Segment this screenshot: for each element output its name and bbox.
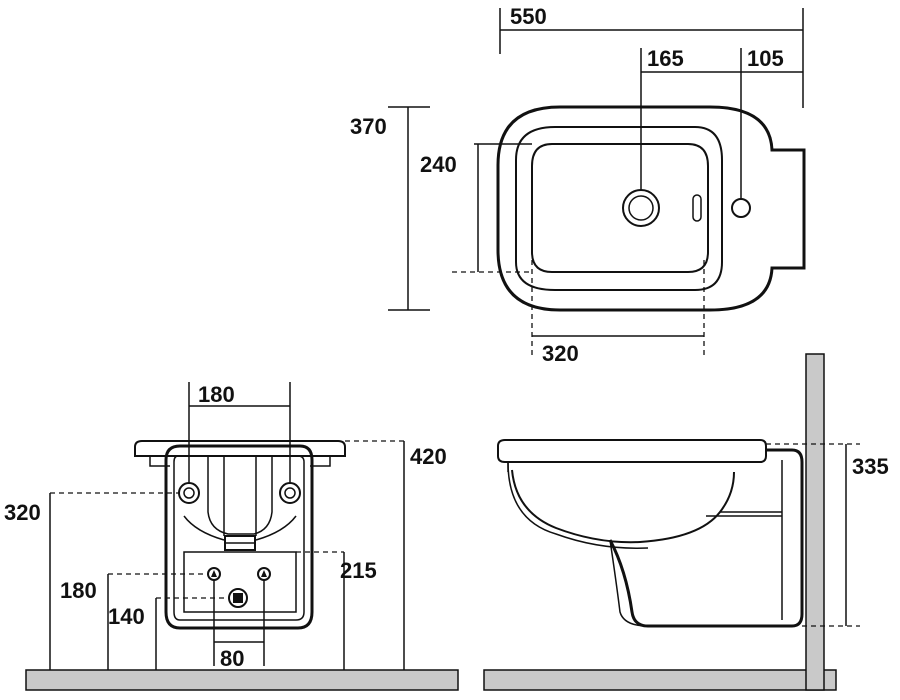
front-floor xyxy=(25,669,459,691)
dim-rim-to-floor-box: 335 xyxy=(852,454,889,479)
front-rim xyxy=(134,440,346,457)
fixing-hole-left xyxy=(178,482,200,504)
side-wall xyxy=(805,353,825,691)
top-view-rim xyxy=(515,126,723,291)
dim-bowl-length: 320 xyxy=(542,341,579,366)
tap-hole xyxy=(731,198,751,218)
front-view: 180 420 320 215 180 140 80 xyxy=(4,382,459,691)
fixing-hole-right xyxy=(279,482,301,504)
side-floor xyxy=(483,669,837,691)
dim-overflow-offset: 105 xyxy=(747,46,784,71)
top-view: 550 165 105 370 240 320 xyxy=(350,4,806,366)
dim-fixing-height: 320 xyxy=(4,500,41,525)
side-rim xyxy=(497,439,767,463)
dim-supply-to-floor: 180 xyxy=(60,578,97,603)
top-view-outline xyxy=(496,105,806,312)
dim-overall-length: 550 xyxy=(510,4,547,29)
dim-rim-height: 420 xyxy=(410,444,447,469)
dim-bowl-width: 240 xyxy=(420,152,457,177)
waste-outlet-inner xyxy=(628,195,654,221)
top-view-bowl xyxy=(531,143,709,273)
side-body xyxy=(608,448,804,628)
front-body xyxy=(164,444,314,630)
side-bowl xyxy=(511,469,735,544)
dim-waste-height: 140 xyxy=(108,604,145,629)
dim-supply-centres: 80 xyxy=(220,646,244,671)
overflow-slot xyxy=(692,194,702,222)
dim-fixing-centres: 180 xyxy=(198,382,235,407)
side-view: 335 xyxy=(483,353,889,691)
dim-supply-height: 215 xyxy=(340,558,377,583)
dim-waste-to-wall: 165 xyxy=(647,46,684,71)
dim-overall-width: 370 xyxy=(350,114,387,139)
